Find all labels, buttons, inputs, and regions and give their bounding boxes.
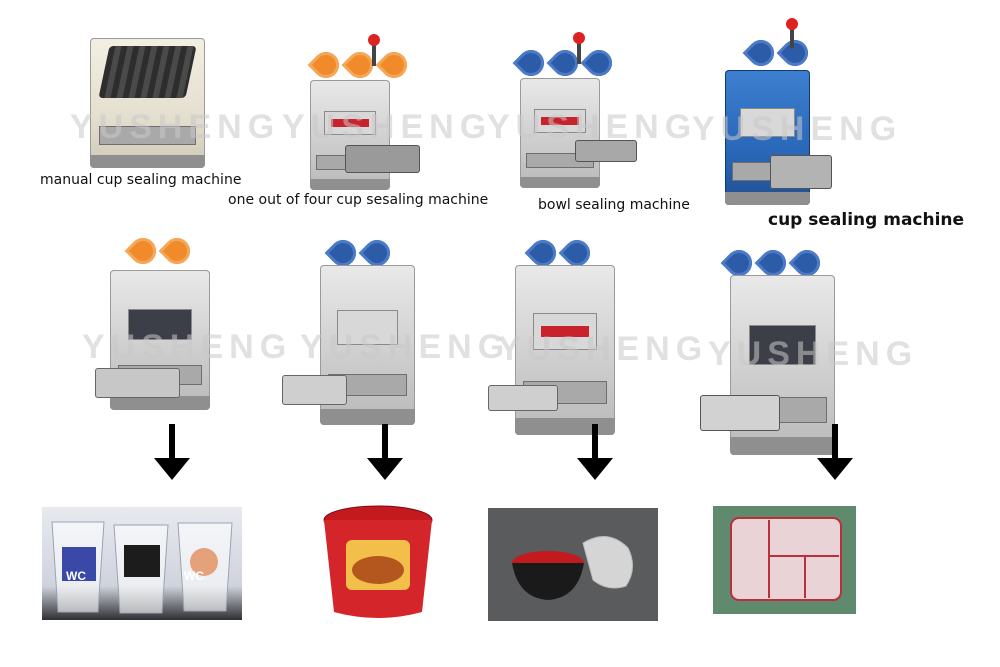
machine-base (520, 177, 600, 188)
caption-cup-sealing-machine: cup sealing machine (768, 210, 965, 230)
cup-label-text: WC (184, 569, 204, 583)
handle-wheels (100, 232, 220, 270)
noodle-bowl-illustration (323, 505, 433, 618)
cups-illustration (51, 521, 233, 614)
caption-one-of-four-cup-sealing-machine: one out of four cup sesaling machine (228, 192, 489, 208)
down-arrow-icon (154, 424, 190, 480)
machine-body (320, 265, 415, 425)
machine-base (90, 155, 205, 168)
bowl-tray (488, 385, 558, 411)
sauce-bowl-photo (488, 508, 658, 621)
control-panel (324, 110, 376, 135)
compartment-tray-photo (713, 506, 856, 614)
machine-body (90, 38, 205, 168)
down-arrow-icon (367, 424, 403, 480)
lever (573, 32, 585, 64)
handle-wheels (295, 46, 425, 84)
caption-manual-cup-sealing-machine: manual cup sealing machine (40, 172, 242, 188)
machine-base (310, 179, 390, 190)
watermark: YUSHENG (498, 330, 709, 368)
sauce-bowl-illustration (512, 536, 633, 600)
down-arrow-icon (817, 424, 853, 480)
machine-base (110, 396, 210, 410)
machine-base (730, 437, 835, 455)
two-cup-tray (95, 368, 180, 398)
control-panel (534, 108, 586, 133)
lever (368, 34, 380, 66)
cup-mold-tray (345, 145, 420, 173)
watermark: YUSHENG (70, 108, 281, 146)
handle-wheels (505, 44, 625, 82)
control-panel (740, 107, 795, 138)
machine-base (515, 418, 615, 435)
cup-label-text: WC (66, 569, 86, 583)
watermark: YUSHENG (300, 328, 511, 366)
watermark: YUSHENG (708, 335, 919, 373)
rect-tray (282, 375, 347, 405)
watermark: YUSHENG (82, 328, 293, 366)
compartment-tray-illustration (730, 517, 842, 601)
plastic-cups-photo: WC WC (42, 507, 242, 620)
watermark: YUSHENG (692, 110, 903, 148)
cup-mold-tray (770, 155, 832, 189)
watermark: YUSHENG (282, 108, 493, 146)
control-panel (533, 312, 597, 350)
machine-base (725, 191, 810, 205)
control-panel (128, 309, 192, 340)
machine-tray (327, 373, 408, 397)
down-arrow-icon (577, 424, 613, 480)
caption-bowl-sealing-machine: bowl sealing machine (538, 197, 690, 213)
machine-tray (99, 126, 196, 145)
machine-lid (98, 45, 197, 98)
machine-base (320, 409, 415, 425)
machine-body (730, 275, 835, 455)
machine-body (520, 78, 600, 188)
compartment-tray-mold (700, 395, 780, 431)
watermark: YUSHENG (487, 108, 698, 146)
control-panel (748, 325, 817, 365)
noodle-bowl-photo (318, 500, 438, 625)
control-panel (337, 309, 398, 345)
lever (786, 18, 798, 48)
bowl-mold-tray (575, 140, 637, 162)
